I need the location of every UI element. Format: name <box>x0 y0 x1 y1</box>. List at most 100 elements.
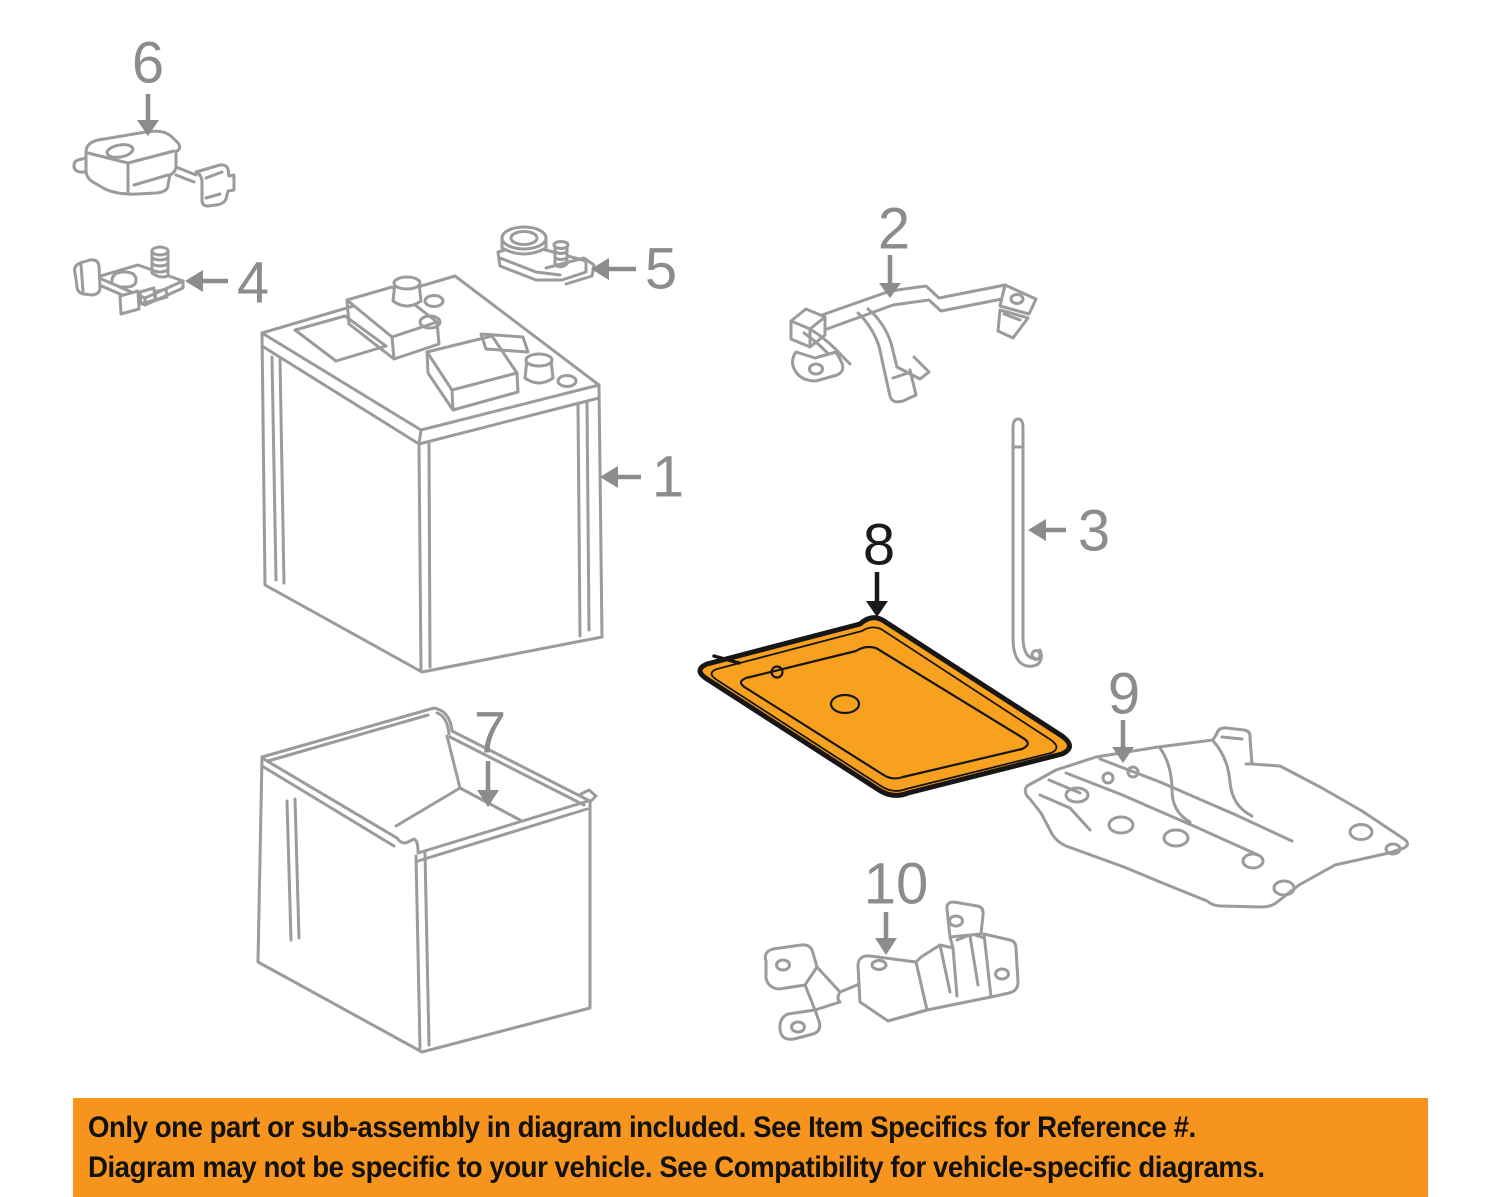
terminal4-stud-top <box>150 245 170 257</box>
cover-arm <box>174 165 198 184</box>
callout-2-label: 2 <box>878 197 910 262</box>
battery-parts-diagram: 1 2 3 4 5 6 7 <box>72 31 1409 1054</box>
battery-front-corner <box>417 441 432 672</box>
battery-slot-recess <box>479 332 530 354</box>
battery-body <box>260 274 604 674</box>
bracket10-hole <box>994 967 1010 981</box>
terminal5-cap-inner <box>509 230 539 246</box>
clamp-wing <box>998 283 1038 316</box>
tray-oval-hole <box>829 693 861 715</box>
callout-8-label: 8 <box>863 513 895 578</box>
battery-vent-hole <box>556 374 578 388</box>
bracket10-ear-top-right <box>945 900 985 939</box>
bracket10-top-hole <box>870 959 888 971</box>
box-front-corner <box>414 851 431 1050</box>
tray-slot <box>712 654 741 665</box>
callout-3-label: 3 <box>1078 499 1110 564</box>
callout-1-label: 1 <box>652 445 684 510</box>
bracket9-tab-lines <box>1220 735 1254 766</box>
callout-7-label: 7 <box>474 701 506 766</box>
terminal5-cap <box>500 225 548 251</box>
bracket9-channel-lines <box>1064 757 1294 857</box>
bracket9-body <box>1023 726 1409 909</box>
box-body <box>256 706 592 1054</box>
bracket10-ear-bottom-left <box>778 1008 822 1041</box>
part-carrier-bracket <box>763 900 1020 1041</box>
jbolt-shaft <box>1011 417 1025 642</box>
terminal4-left-block <box>73 258 102 297</box>
bracket9-left-folds <box>1038 778 1092 832</box>
clamp-mid-flange <box>856 307 899 371</box>
part-battery <box>260 274 604 674</box>
cover-clip <box>194 163 236 208</box>
part-terminal-negative <box>73 245 185 316</box>
bracket9-hole <box>1241 852 1265 870</box>
callout-5: 5 <box>591 237 677 302</box>
callout-2: 2 <box>878 197 910 298</box>
bracket9-ridges <box>1158 740 1254 824</box>
part-terminal-cover <box>72 129 236 208</box>
bracket10-main-block <box>856 954 929 1023</box>
jbolt-hook-tip <box>1030 649 1042 661</box>
battery-right-stripes <box>576 399 591 638</box>
battery-label-recess <box>293 314 388 363</box>
part-hold-down-clamp <box>789 283 1038 404</box>
box-front-left-rim <box>260 756 420 853</box>
part-battery-cover-box <box>256 706 598 1054</box>
bracket9-hole <box>1126 765 1140 779</box>
callout-4-label: 4 <box>237 251 269 316</box>
clamp-rail <box>820 283 1007 331</box>
terminal5-stud-ridges <box>553 250 569 261</box>
terminal4-hook-slot <box>110 270 138 289</box>
disclaimer-banner: Only one part or sub-assembly in diagram… <box>73 1098 1428 1197</box>
callout-6-arrowhead <box>137 120 159 136</box>
bracket9-hole <box>1384 842 1402 856</box>
callout-7: 7 <box>474 701 506 807</box>
battery-lid-lip <box>260 344 601 446</box>
callout-6: 6 <box>132 31 164 136</box>
battery-post-left-top <box>392 275 422 291</box>
box-cavity-lines <box>394 734 522 828</box>
battery-vent-hole <box>423 294 445 308</box>
terminal4-left-block-line <box>79 263 85 293</box>
callout-2-arrowhead <box>879 283 901 298</box>
cover-clip-lines <box>204 170 224 200</box>
disclaimer-line-2: Diagram may not be specific to your vehi… <box>88 1150 1265 1184</box>
tray-small-hole <box>770 665 784 679</box>
disclaimer-line-1: Only one part or sub-assembly in diagram… <box>88 1110 1196 1144</box>
bracket10-segments <box>914 932 986 998</box>
bracket9-hole <box>1348 823 1374 841</box>
bracket9-hole <box>1101 771 1115 785</box>
battery-left-stripes <box>270 355 286 585</box>
clamp-legs <box>882 355 931 404</box>
clamp-cube <box>789 307 827 349</box>
terminal4-stud-ridges <box>150 256 170 274</box>
bracket10-hole <box>775 958 791 972</box>
callout-4: 4 <box>185 251 269 316</box>
terminal5-plate-lines <box>498 256 562 277</box>
bracket10-hole <box>948 914 964 928</box>
bracket9-hole <box>1272 879 1296 897</box>
cover-edges <box>86 149 176 195</box>
terminal4-notches <box>138 286 169 306</box>
bracket10-fork <box>803 965 864 1012</box>
clamp-foot <box>791 350 845 383</box>
bracket10-bottom-edges <box>886 935 993 1023</box>
callout-10-label: 10 <box>864 852 929 917</box>
part-j-bolt <box>1011 417 1043 668</box>
battery-post-right-top <box>524 352 554 368</box>
callout-5-label: 5 <box>645 237 677 302</box>
callout-6-label: 6 <box>132 31 164 96</box>
callout-4-arrowhead <box>185 270 203 292</box>
part-terminal-positive <box>496 225 596 286</box>
bracket9-hole <box>1162 828 1190 848</box>
box-left-stripe <box>285 797 301 942</box>
battery-vent-block-2-sides <box>425 350 520 412</box>
callout-10: 10 <box>864 852 929 955</box>
callout-9: 9 <box>1108 662 1140 763</box>
cover-oval-hole <box>105 143 135 159</box>
callout-3: 3 <box>1028 499 1110 564</box>
bracket9-hole <box>1107 815 1135 835</box>
callout-7-arrowhead <box>477 790 499 807</box>
